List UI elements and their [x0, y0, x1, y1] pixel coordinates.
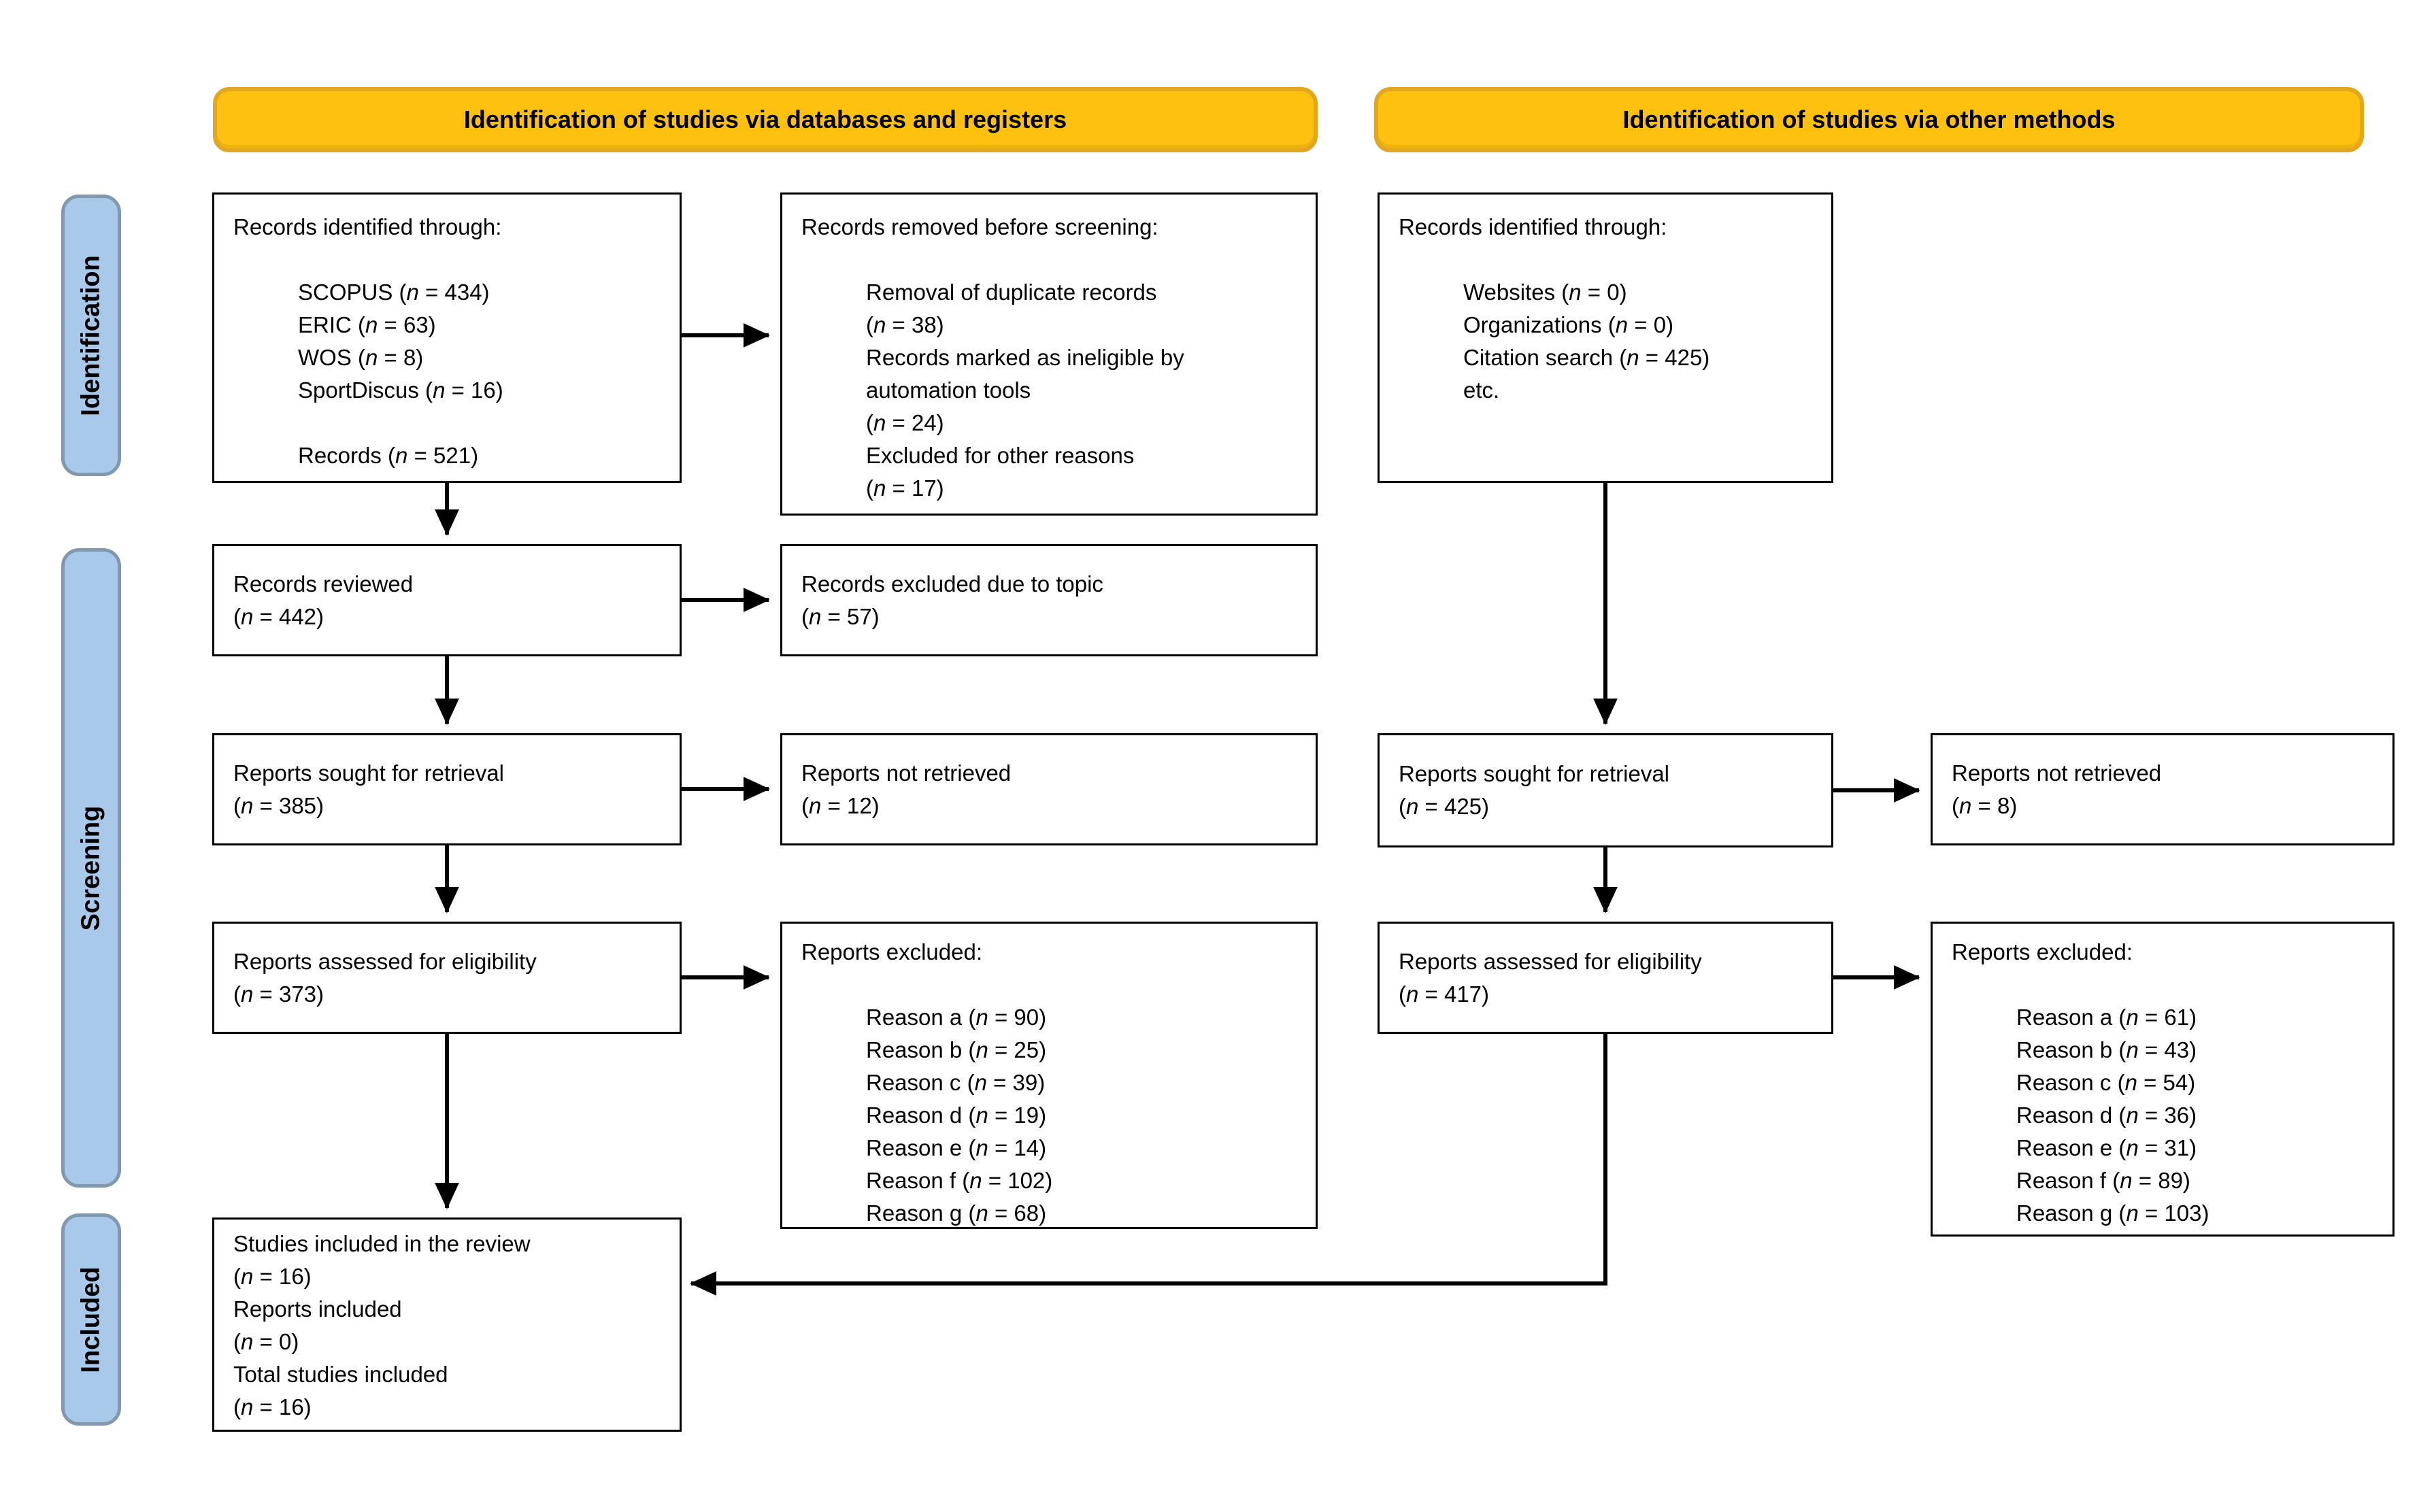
source-scopus: SCOPUS (n = 434) [298, 280, 490, 305]
box-count: (n = 425) [1399, 794, 1490, 819]
reason-c: Reason c (n = 39) [866, 1070, 1046, 1095]
box-title: Records identified through: [233, 214, 502, 239]
box-label: Reports assessed for eligibility [233, 948, 537, 974]
box-count: (n = 385) [233, 792, 324, 818]
box-label: Reports not retrieved [801, 760, 1012, 786]
included-line: (n = 0) [233, 1329, 299, 1354]
box-title: Reports excluded: [1952, 939, 2133, 964]
reason-a: Reason a (n = 90) [866, 1005, 1047, 1030]
included-line: (n = 16) [233, 1264, 312, 1289]
header-databases-registers-label: Identification of studies via databases … [463, 105, 1067, 133]
box-reports-assessed-other: Reports assessed for eligibility (n = 41… [1378, 922, 1833, 1034]
removed-other-reasons: Excluded for other reasons (n = 17) [866, 443, 1135, 501]
box-records-excluded-topic: Records excluded due to topic (n = 57) [780, 544, 1318, 656]
box-records-removed-before-screening: Records removed before screening: Remova… [780, 192, 1318, 516]
box-title: Reports excluded: [801, 939, 982, 964]
stage-bar-included: Included [61, 1213, 121, 1426]
box-count: (n = 8) [1952, 792, 2018, 818]
box-items: SCOPUS (n = 434) ERIC (n = 63) WOS (n = … [233, 276, 667, 407]
stage-label-identification: Identification [76, 254, 105, 416]
reason-b: Reason b (n = 43) [2016, 1037, 2197, 1062]
included-line: (n = 16) [233, 1394, 312, 1419]
box-records-reviewed: Records reviewed (n = 442) [212, 544, 682, 656]
box-reports-excluded-other: Reports excluded: Reason a (n = 61) Reas… [1931, 922, 2395, 1237]
source-organizations: Organizations (n = 0) [1463, 312, 1674, 337]
included-line: Total studies included [233, 1362, 448, 1387]
records-total: Records (n = 521) [298, 443, 479, 468]
source-websites: Websites (n = 0) [1463, 280, 1627, 305]
box-reports-not-retrieved-other: Reports not retrieved (n = 8) [1931, 733, 2395, 845]
box-count: (n = 12) [801, 792, 880, 818]
reason-c: Reason c (n = 54) [2016, 1070, 2196, 1095]
box-label: Records excluded due to topic [801, 571, 1103, 597]
box-count: (n = 373) [233, 981, 324, 1007]
box-label: Reports sought for retrieval [1399, 761, 1670, 786]
source-citation-search: Citation search (n = 425) [1463, 345, 1710, 370]
box-items: Reason a (n = 61) Reason b (n = 43) Reas… [1952, 1001, 2380, 1230]
reason-f: Reason f (n = 102) [866, 1168, 1053, 1193]
reason-d: Reason d (n = 36) [2016, 1103, 2197, 1128]
box-items: Websites (n = 0) Organizations (n = 0) C… [1399, 276, 1819, 407]
source-wos: WOS (n = 8) [298, 345, 424, 370]
box-reports-sought-other: Reports sought for retrieval (n = 425) [1378, 733, 1833, 847]
box-label: Records reviewed [233, 571, 414, 597]
reason-g: Reason g (n = 68) [866, 1200, 1047, 1226]
box-label: Reports assessed for eligibility [1399, 948, 1702, 974]
reason-e: Reason e (n = 31) [2016, 1135, 2197, 1160]
box-label: Reports sought for retrieval [233, 760, 505, 786]
stage-bar-identification: Identification [61, 195, 121, 476]
box-count: (n = 442) [233, 603, 324, 629]
header-databases-registers: Identification of studies via databases … [213, 87, 1318, 152]
removed-automation: Records marked as ineligible by automati… [866, 345, 1184, 435]
stage-label-included: Included [76, 1266, 105, 1373]
removed-duplicates: Removal of duplicate records (n = 38) [866, 280, 1157, 337]
reason-d: Reason d (n = 19) [866, 1103, 1047, 1128]
box-items: Removal of duplicate records (n = 38) Re… [801, 276, 1303, 505]
box-items: Reason a (n = 90) Reason b (n = 25) Reas… [801, 1001, 1303, 1230]
source-sportdiscus: SportDiscus (n = 16) [298, 377, 503, 403]
box-title: Records identified through: [1399, 214, 1667, 239]
box-label: Reports not retrieved [1952, 760, 2162, 786]
box-reports-assessed-databases: Reports assessed for eligibility (n = 37… [212, 922, 682, 1034]
box-records-identified-databases: Records identified through: SCOPUS (n = … [212, 192, 682, 483]
reason-f: Reason f (n = 89) [2016, 1168, 2190, 1193]
arrow-assessed-other-to-included [690, 1032, 1607, 1296]
reason-a: Reason a (n = 61) [2016, 1005, 2197, 1030]
reason-b: Reason b (n = 25) [866, 1037, 1047, 1062]
stage-label-screening: Screening [76, 805, 105, 930]
box-records-identified-other: Records identified through: Websites (n … [1378, 192, 1833, 483]
included-line: Studies included in the review [233, 1231, 531, 1256]
included-line: Reports included [233, 1296, 402, 1322]
box-reports-not-retrieved-databases: Reports not retrieved (n = 12) [780, 733, 1318, 845]
box-count: (n = 57) [801, 603, 880, 629]
box-reports-excluded-databases: Reports excluded: Reason a (n = 90) Reas… [780, 922, 1318, 1229]
header-other-methods-label: Identification of studies via other meth… [1622, 105, 2116, 133]
source-eric: ERIC (n = 63) [298, 312, 436, 337]
box-studies-included: Studies included in the review (n = 16) … [212, 1217, 682, 1432]
box-reports-sought-databases: Reports sought for retrieval (n = 385) [212, 733, 682, 845]
source-etc: etc. [1463, 377, 1500, 403]
header-other-methods: Identification of studies via other meth… [1374, 87, 2364, 152]
stage-bar-screening: Screening [61, 548, 121, 1188]
reason-g: Reason g (n = 103) [2016, 1200, 2209, 1226]
box-title: Records removed before screening: [801, 214, 1158, 239]
reason-e: Reason e (n = 14) [866, 1135, 1047, 1160]
box-count: (n = 417) [1399, 981, 1490, 1007]
